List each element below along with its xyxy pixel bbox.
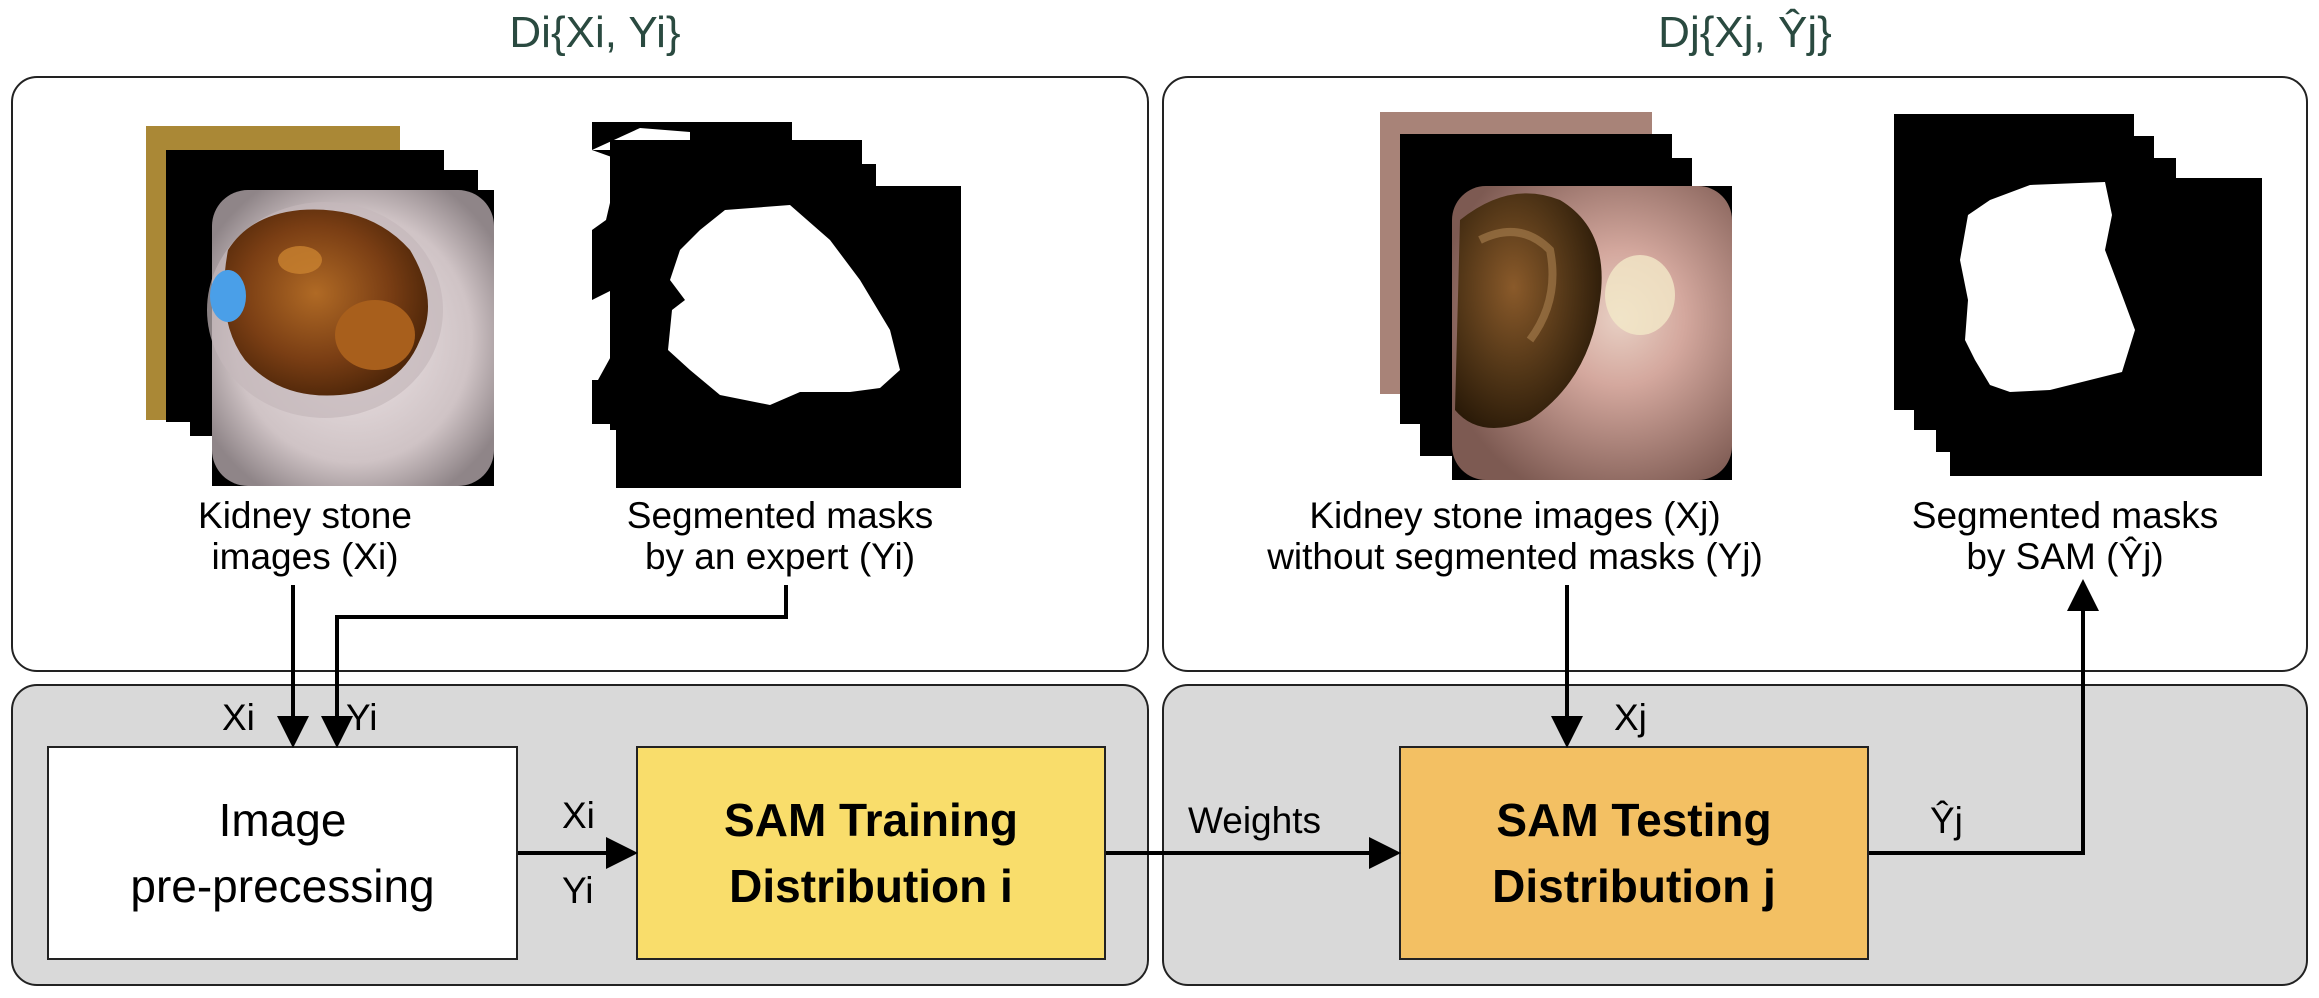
sam-testing-box: SAM Testing Distribution j [1399, 746, 1869, 960]
masks-i-caption: Segmented masks by an expert (Yi) [580, 495, 980, 577]
images-i-caption: Kidney stone images (Xi) [140, 495, 470, 577]
sam-training-box: SAM Training Distribution i [636, 746, 1106, 960]
masks-j-caption-line1: Segmented masks [1911, 495, 2219, 536]
weights-label: Weights [1188, 800, 1321, 841]
kidney-stone-image-stack-i [146, 126, 494, 486]
images-i-caption-line1: Kidney stone [198, 495, 412, 536]
right-dataset-title: Dj{Xj, Ŷj} [1658, 8, 1832, 57]
yi-input-label: Yi [346, 697, 378, 738]
masks-j-caption-line2: by SAM (Ŷj) [1966, 536, 2164, 577]
images-i-caption-line2: images (Xi) [211, 536, 399, 577]
images-j-caption-line1: Kidney stone images (Xj) [1309, 495, 1721, 536]
left-dataset-title: Di{Xi, Yi} [509, 8, 681, 57]
image-preprocessing-box: Image pre-precessing [47, 746, 518, 960]
expert-mask-stack [592, 122, 961, 488]
masks-i-caption-line1: Segmented masks [626, 495, 934, 536]
xi-input-label: Xi [222, 697, 255, 738]
sam-mask-stack [1894, 114, 2262, 476]
testing-line2: Distribution j [1492, 860, 1776, 912]
training-line2: Distribution i [729, 860, 1013, 912]
preprocess-line1: Image [218, 794, 347, 846]
xi-mid-label: Xi [562, 795, 595, 836]
yi-arrow [321, 585, 788, 748]
xj-input-label: Xj [1614, 697, 1647, 738]
masks-j-caption: Segmented masks by SAM (Ŷj) [1860, 495, 2270, 577]
training-line1: SAM Training [724, 794, 1018, 846]
preprocess-line2: pre-precessing [130, 860, 435, 912]
yhat-arrow [1869, 579, 2099, 855]
kidney-stone-image-stack-j [1380, 112, 1732, 480]
images-j-caption: Kidney stone images (Xj) without segment… [1230, 495, 1800, 577]
masks-i-caption-line2: by an expert (Yi) [644, 536, 916, 577]
testing-line1: SAM Testing [1496, 794, 1772, 846]
yhat-output-label: Ŷj [1930, 800, 1963, 841]
images-j-caption-line2: without segmented masks (Yj) [1267, 536, 1763, 577]
yi-mid-label: Yi [562, 870, 594, 911]
